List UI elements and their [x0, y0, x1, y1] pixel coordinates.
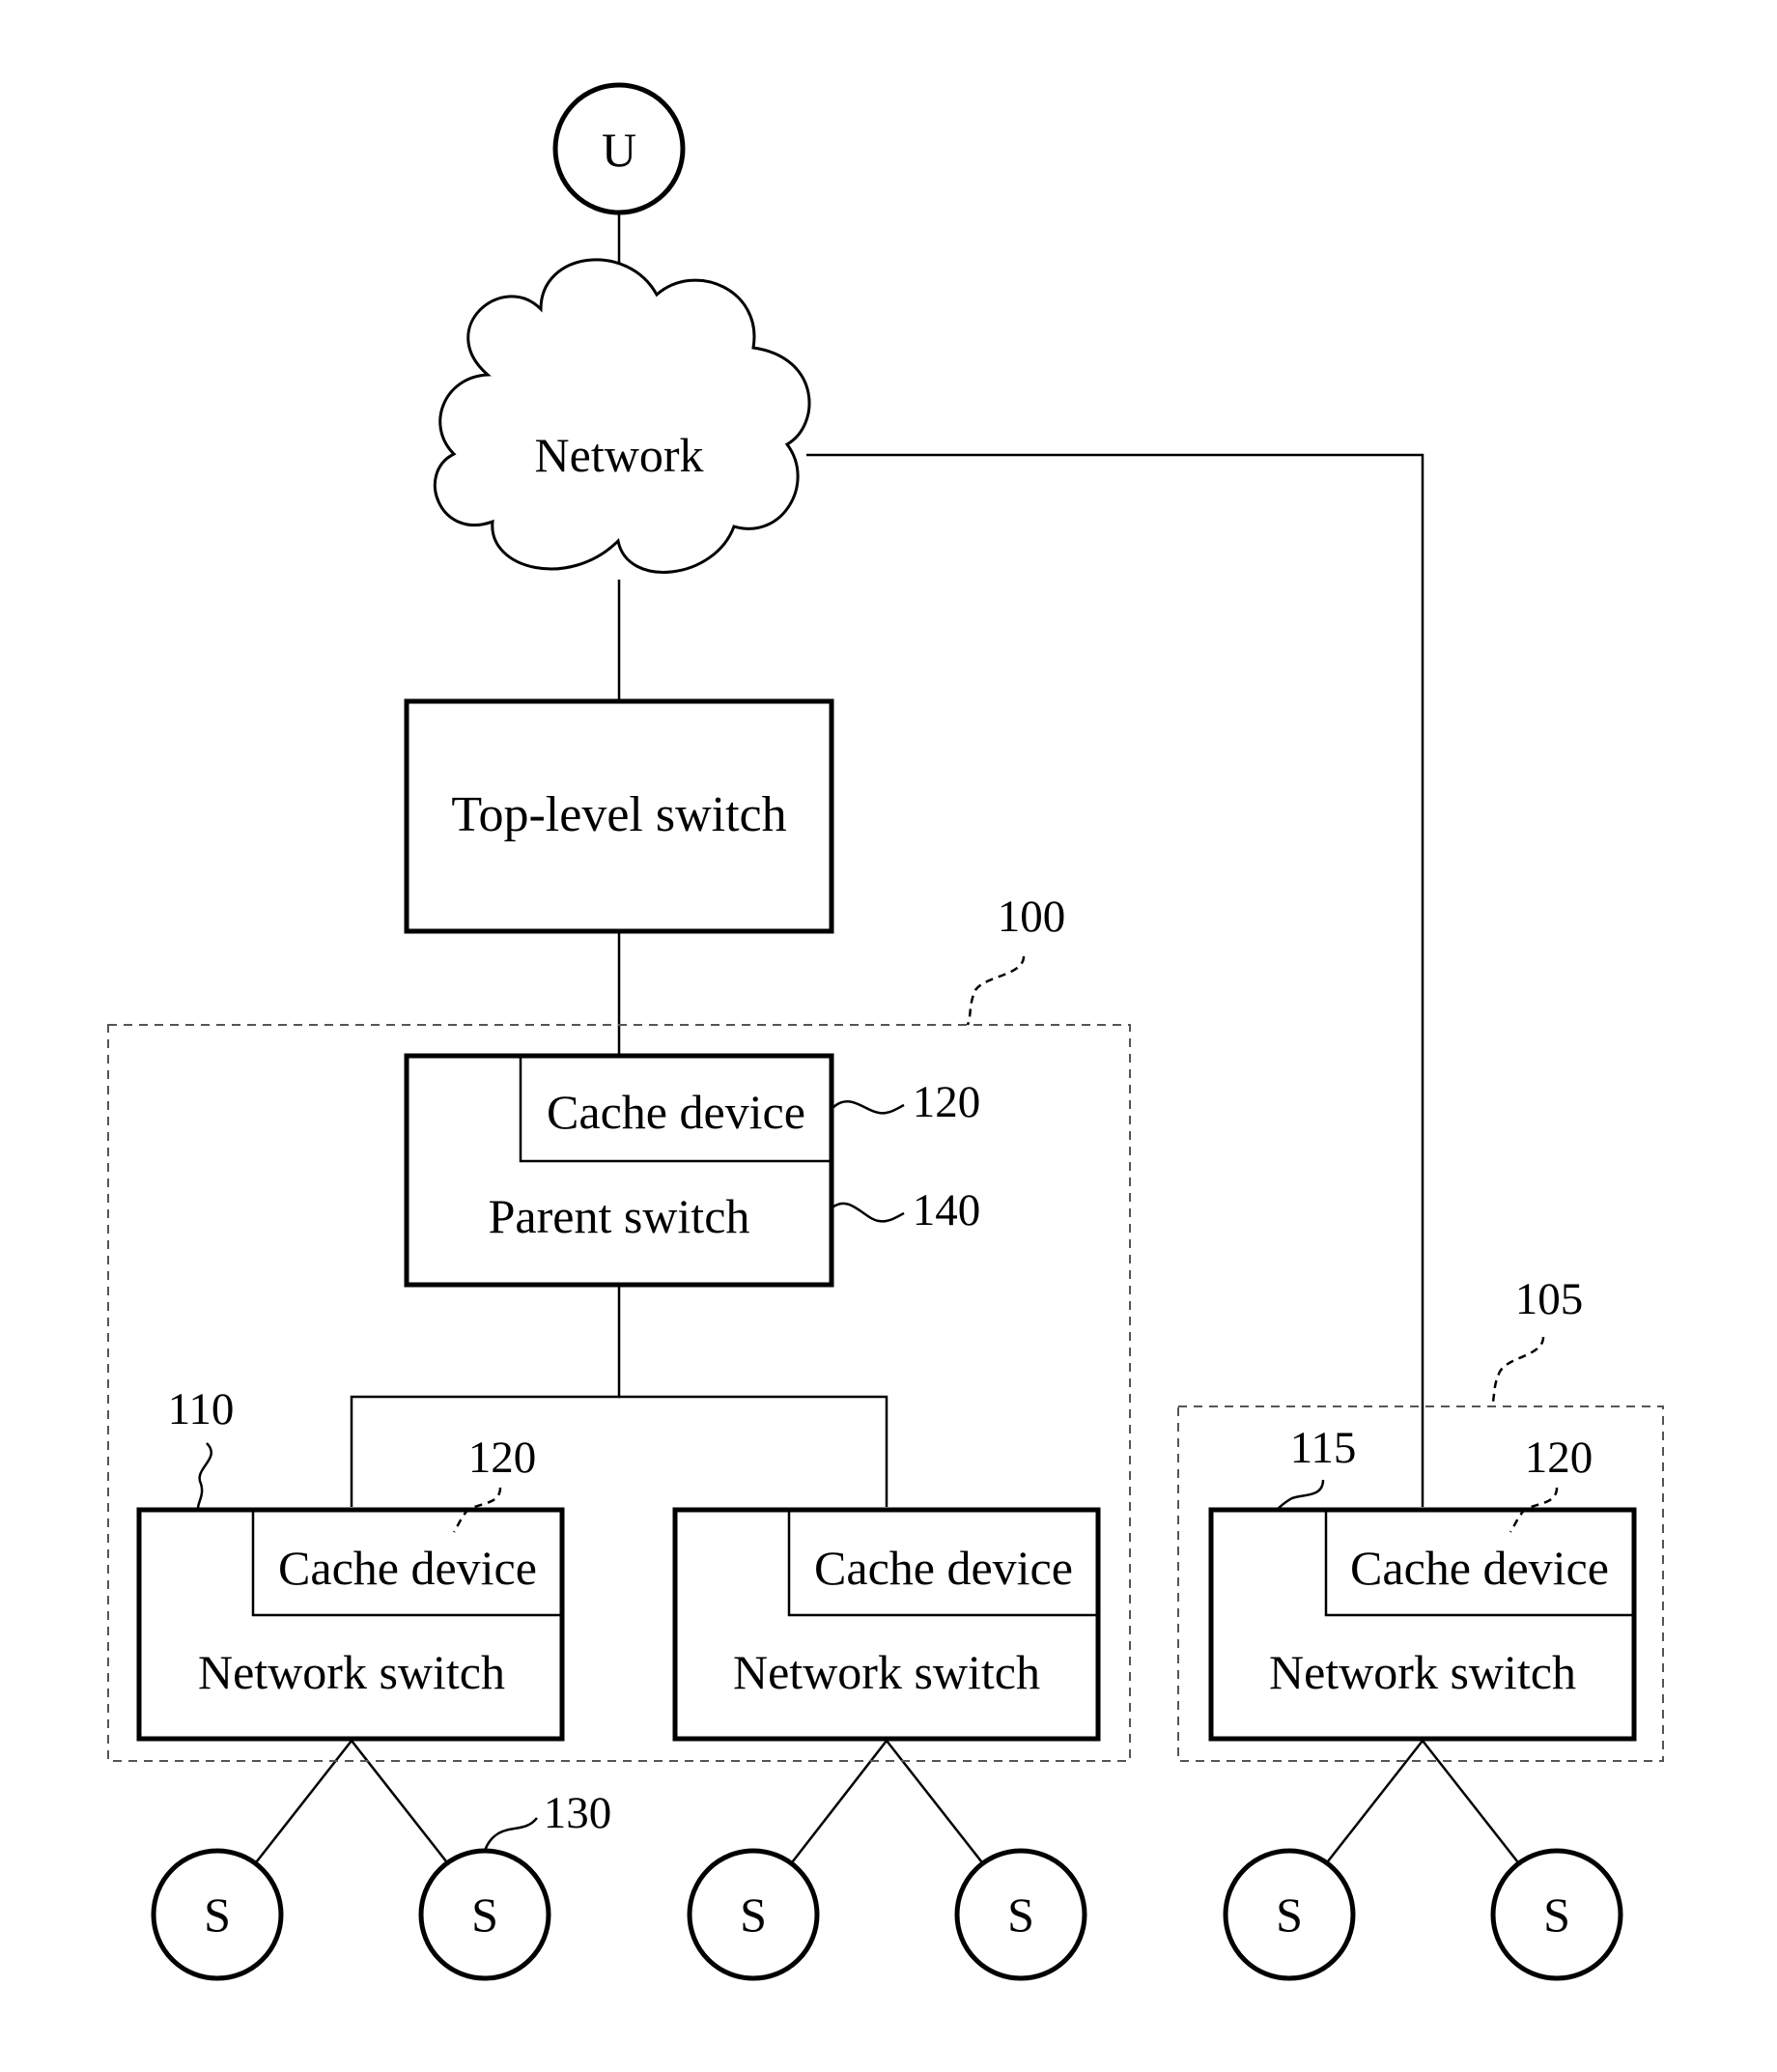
user-label: U [602, 123, 636, 177]
link-network-right-switch [806, 455, 1423, 1507]
network-switch-right: Cache device Network switch [1211, 1510, 1634, 1739]
cloud-icon [435, 260, 809, 573]
top-level-switch-label: Top-level switch [451, 787, 786, 842]
ref-parent-cache-leader [832, 1101, 904, 1113]
server-node: S [421, 1851, 549, 1978]
user-node: U [555, 85, 683, 213]
link-left-server-1 [253, 1741, 352, 1866]
ref-parent-switch-leader [832, 1204, 904, 1222]
server-node: S [154, 1851, 281, 1978]
network-switch-left: Cache device Network switch [139, 1510, 562, 1739]
parent-cache-device-label: Cache device [547, 1085, 805, 1139]
ref-left-switch-leader [198, 1443, 212, 1510]
ref-105-leader [1492, 1337, 1543, 1406]
server-label: S [204, 1888, 231, 1942]
parent-switch: Cache device Parent switch [407, 1056, 832, 1285]
link-middle-server-2 [887, 1741, 985, 1866]
server-nodes: S S S S S S [154, 1851, 1621, 1978]
ref-right-switch-leader [1277, 1480, 1323, 1510]
link-left-server-2 [352, 1741, 450, 1866]
link-right-server-1 [1324, 1741, 1423, 1866]
server-label: S [1543, 1888, 1570, 1942]
server-label: S [1007, 1888, 1034, 1942]
link-middle-server-1 [789, 1741, 887, 1866]
right-network-switch-label: Network switch [1269, 1645, 1576, 1699]
server-node: S [690, 1851, 817, 1978]
server-label: S [740, 1888, 767, 1942]
ref-parent-switch-140: 140 [913, 1185, 981, 1235]
network-switch-middle: Cache device Network switch [675, 1510, 1098, 1739]
server-node: S [1226, 1851, 1353, 1978]
server-label: S [1276, 1888, 1303, 1942]
left-cache-device-label: Cache device [278, 1541, 537, 1595]
server-label: S [471, 1888, 498, 1942]
top-level-switch: Top-level switch [407, 701, 832, 931]
ref-parent-cache-120: 120 [913, 1077, 981, 1127]
ref-right-cache-120: 120 [1525, 1433, 1594, 1483]
ref-server-leader [485, 1818, 537, 1851]
parent-switch-label: Parent switch [489, 1189, 750, 1243]
right-cache-device-label: Cache device [1350, 1541, 1609, 1595]
server-node: S [1493, 1851, 1621, 1978]
link-right-server-2 [1423, 1741, 1521, 1866]
ref-100: 100 [998, 892, 1066, 942]
link-parent-middle [619, 1397, 887, 1507]
ref-100-leader [968, 956, 1024, 1025]
server-node: S [957, 1851, 1085, 1978]
ref-105: 105 [1515, 1274, 1584, 1324]
left-network-switch-label: Network switch [198, 1645, 505, 1699]
network-label: Network [535, 428, 704, 482]
network-cloud: Network [435, 260, 809, 573]
ref-server-130: 130 [544, 1788, 612, 1838]
middle-cache-device-label: Cache device [814, 1541, 1073, 1595]
ref-right-switch-115: 115 [1290, 1423, 1357, 1473]
middle-network-switch-label: Network switch [733, 1645, 1040, 1699]
ref-left-cache-120: 120 [468, 1433, 537, 1483]
ref-left-switch-110: 110 [168, 1384, 235, 1434]
